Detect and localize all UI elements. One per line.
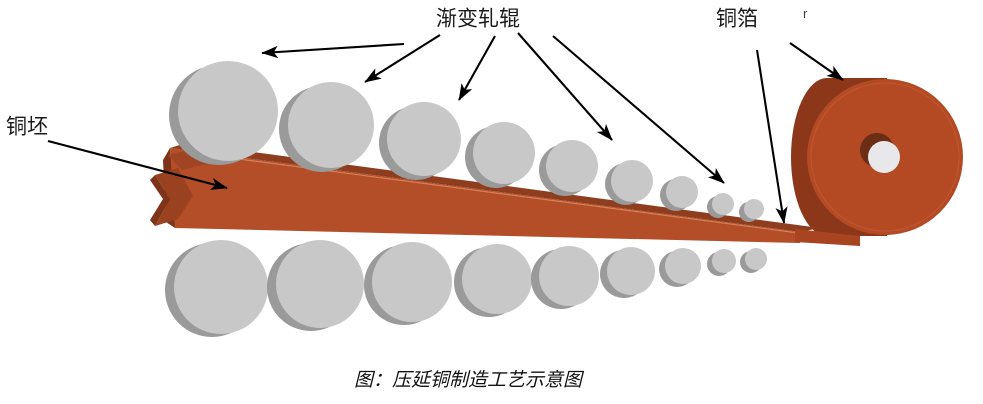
roll-top-6 (605, 160, 653, 205)
roll-top-1 (169, 61, 278, 165)
arrow-foil-strip (755, 49, 788, 224)
roll-bottom-7 (659, 248, 701, 287)
bottom-roll-row (165, 240, 767, 337)
top-roll-row (169, 61, 764, 222)
arrow-rolls-1 (261, 42, 405, 59)
roll-top-2 (279, 82, 374, 172)
roll-bottom-4 (454, 244, 532, 317)
arrow-rolls-4 (517, 32, 613, 141)
label-foil: 铜箔 (716, 8, 758, 31)
arrow-foil-coil (789, 42, 844, 81)
roll-top-3 (379, 102, 461, 180)
roll-bottom-2 (267, 240, 364, 331)
roll-bottom-8 (707, 249, 736, 276)
arrow-rolls-5 (552, 35, 725, 184)
label-billet: 铜坯 (6, 116, 48, 139)
roll-top-8 (707, 193, 734, 218)
arrow-rolls-3 (458, 35, 496, 101)
roll-top-9 (739, 199, 764, 222)
roll-bottom-5 (531, 246, 599, 309)
figure-caption: 图：压延铜制造工艺示意图 (354, 369, 585, 391)
roll-bottom-6 (600, 247, 655, 298)
label-rolls: 渐变轧辊 (436, 8, 520, 31)
roll-top-5 (539, 140, 598, 196)
stray-mark: r (803, 6, 808, 21)
roll-bottom-3 (364, 242, 452, 325)
arrow-billet (47, 139, 228, 190)
roll-top-7 (660, 176, 698, 211)
roll-top-4 (465, 122, 535, 188)
roll-bottom-1 (165, 240, 268, 337)
arrow-rolls-2 (364, 34, 441, 83)
copper-coil (791, 78, 963, 236)
annotation-arrows (47, 32, 844, 224)
roll-bottom-9 (740, 248, 767, 273)
